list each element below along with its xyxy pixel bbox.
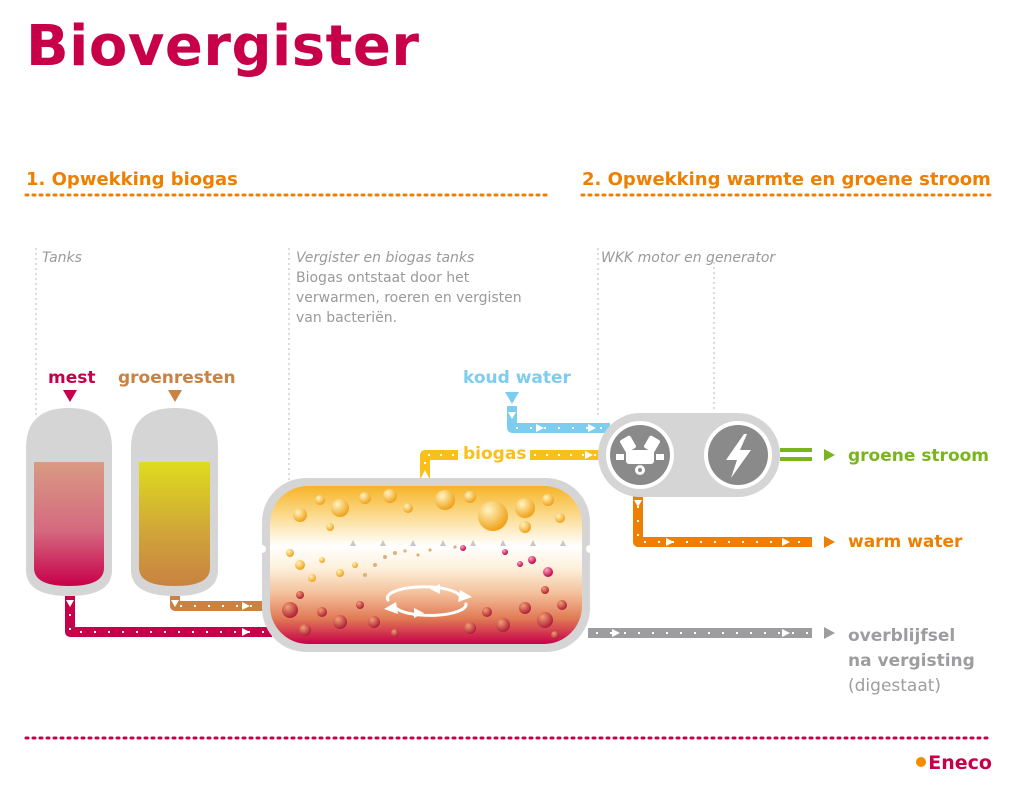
tank-groenresten	[131, 408, 218, 596]
label-groenresten: groenresten	[118, 368, 236, 388]
caption-wkk: WKK motor en generator	[601, 248, 775, 268]
label-warm-water: warm water	[848, 532, 963, 552]
caption-tanks: Tanks	[42, 248, 82, 268]
label-residue-line2: na vergisting	[848, 651, 975, 671]
caption-vergister-body: Biogas ontstaat door het verwarmen, roer…	[296, 270, 522, 326]
section-title-biogas: 1. Opwekking biogas	[26, 169, 238, 190]
caption-vergister-heading: Vergister en biogas tanks	[296, 250, 475, 266]
lightning-icon	[726, 434, 751, 478]
line-groene-stroom	[780, 448, 835, 461]
tank-mest	[26, 408, 112, 596]
label-biogas: biogas	[463, 444, 527, 464]
pipe-koud-water	[505, 392, 610, 433]
eneco-logo-icon	[916, 757, 927, 767]
pipe-digestaat	[588, 627, 835, 639]
label-residue-line1: overblijfsel	[848, 626, 956, 646]
engine-icon	[616, 435, 664, 475]
label-koud-water: koud water	[463, 368, 571, 388]
caption-tanks-text: Tanks	[42, 250, 82, 266]
label-groene-stroom: groene stroom	[848, 446, 990, 466]
label-residue-line3: (digestaat)	[848, 676, 942, 696]
eneco-logo: Eneco	[916, 752, 992, 774]
label-mest: mest	[48, 368, 96, 388]
digester-tank	[258, 478, 594, 652]
caption-vergister: Vergister en biogas tanks Biogas ontstaa…	[296, 248, 536, 328]
wkk-unit	[598, 413, 780, 497]
section-title-warmte-stroom: 2. Opwekking warmte en groene stroom	[582, 169, 991, 190]
eneco-logo-text: Eneco	[928, 752, 992, 774]
stir-arrows-icon	[385, 585, 468, 617]
caption-wkk-text: WKK motor en generator	[601, 250, 776, 266]
pipe-warm-water	[633, 488, 835, 548]
pipe-mest	[65, 596, 272, 637]
pipe-groenresten	[170, 596, 270, 611]
page-title: Biovergister	[26, 14, 420, 79]
